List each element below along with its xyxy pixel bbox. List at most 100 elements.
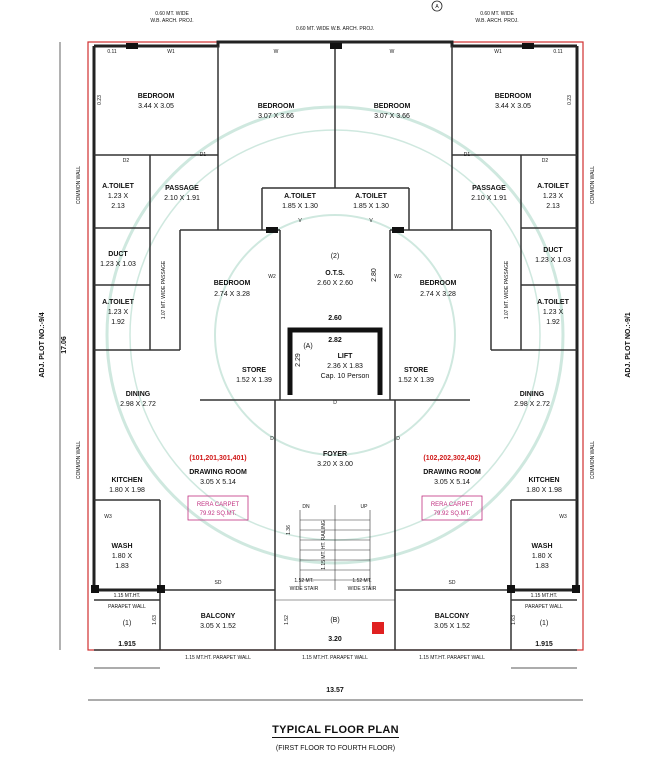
w1-left: W1 xyxy=(167,49,175,55)
drawing-right-label: DRAWING ROOM xyxy=(423,469,481,476)
drawing-left-label: DRAWING ROOM xyxy=(189,469,247,476)
toilet-right-top-dim-a: 1.23 X xyxy=(543,193,564,200)
left-corner-one: (1) xyxy=(123,620,132,627)
passage-left-label-room: PASSAGE xyxy=(165,185,199,192)
parapet-right-l1: 1.15 MT.HT. xyxy=(531,593,558,599)
toilet-c-right-dim: 1.85 X 1.30 xyxy=(353,203,389,210)
ots-label: O.T.S. xyxy=(325,270,345,277)
passage-right-label: 1.07 MT. WIDE PASSAGE xyxy=(504,260,510,319)
stair-dn: DN xyxy=(302,504,310,510)
sd-left: SD xyxy=(215,580,222,586)
toilet-left-top-dim-a: 1.23 X xyxy=(108,193,129,200)
stair-up: UP xyxy=(361,504,369,510)
wide-stair-right-l1: 1.52 MT. xyxy=(352,578,371,584)
wash-right-dim-b: 1.83 xyxy=(535,563,549,570)
bedroom-6-label: BEDROOM xyxy=(420,280,457,287)
arch-proj-right-l2: W.B. ARCH. PROJ. xyxy=(475,18,518,24)
passage-left-dim: 2.10 X 1.91 xyxy=(164,195,200,202)
w3-left: W3 xyxy=(104,514,112,520)
wash-left-dim-b: 1.83 xyxy=(115,563,129,570)
w3-right: W3 xyxy=(559,514,567,520)
arch-proj-center: 0.60 MT. WIDE W.B. ARCH. PROJ. xyxy=(296,26,374,32)
bedroom-3-dim: 3.07 X 3.66 xyxy=(374,113,410,120)
bedroom-1-dim: 3.44 X 3.05 xyxy=(138,103,174,110)
ots-no: (2) xyxy=(331,253,340,260)
thk-023-a: 0.23 xyxy=(97,95,103,105)
wash-right-dim-a: 1.80 X xyxy=(532,553,553,560)
interior-walls xyxy=(94,46,577,651)
thk-011-b: 0.11 xyxy=(553,49,563,55)
d-foyer-left: D xyxy=(270,436,274,442)
v-left: V xyxy=(298,218,302,224)
lift-no: (A) xyxy=(303,343,312,350)
columns xyxy=(91,43,580,593)
d-foyer-right: D xyxy=(396,436,400,442)
drawing-left-dim: 3.05 X 5.14 xyxy=(200,479,236,486)
parapet-left-l2: PARAPET WALL xyxy=(108,604,146,610)
rera-box-left xyxy=(187,495,249,521)
thk-023-b: 0.23 xyxy=(567,95,573,105)
lift-dim: 2.36 X 1.83 xyxy=(327,363,363,370)
bedroom-6-dim: 2.74 X 3.28 xyxy=(420,291,456,298)
toilet-right-bot-dim-b: 1.92 xyxy=(546,319,560,326)
stair-136: 1.36 xyxy=(286,525,292,535)
balcony-right-label: BALCONY xyxy=(435,613,470,620)
foyer-label: FOYER xyxy=(323,451,347,458)
balcony-left-dim: 3.05 X 1.52 xyxy=(200,623,236,630)
wash-left-dim-a: 1.80 X xyxy=(112,553,133,560)
ots-dim: 2.60 X 2.60 xyxy=(317,280,353,287)
rera-left-l1: RERA CARPET xyxy=(197,502,240,508)
store-right-dim: 1.52 X 1.39 xyxy=(398,377,434,384)
total-width-dim: 13.57 xyxy=(326,687,344,694)
d2-left: D2 xyxy=(123,158,130,164)
duct-left-label: DUCT xyxy=(108,251,128,258)
lift-top-dim: 2.82 xyxy=(328,337,342,344)
section-marker-top-label: A xyxy=(435,4,439,10)
dining-right-dim: 2.98 X 2.72 xyxy=(514,401,550,408)
thk-152: 1.52 xyxy=(284,615,290,625)
toilet-left-top-dim-b: 2.13 xyxy=(111,203,125,210)
kitchen-right-label: KITCHEN xyxy=(528,477,559,484)
toilet-c-left-dim: 1.85 X 1.30 xyxy=(282,203,318,210)
passage-left-label: 1.07 MT. WIDE PASSAGE xyxy=(161,260,167,319)
store-left-label: STORE xyxy=(242,367,266,374)
thk-163-left: 1.63 xyxy=(152,615,158,625)
toilet-left-bot-label: A.TOILET xyxy=(102,299,134,306)
dining-right-label: DINING xyxy=(520,391,545,398)
bedroom-4-label: BEDROOM xyxy=(495,93,532,100)
dimension-lines xyxy=(59,42,583,701)
fire-extinguisher-icon xyxy=(372,622,384,634)
foyer-dim: 3.20 X 3.00 xyxy=(317,461,353,468)
lift-core xyxy=(287,327,383,395)
total-height-dim: 17.06 xyxy=(61,336,68,354)
lift-label: LIFT xyxy=(338,353,353,360)
rera-right-l1: RERA CARPET xyxy=(431,502,474,508)
arch-proj-left-l1: 0.60 MT. WIDE xyxy=(155,11,189,17)
left-plot-label: ADJ. PLOT NO.:-9/4 xyxy=(39,312,46,377)
arch-proj-left-l2: W.B. ARCH. PROJ. xyxy=(150,18,193,24)
wash-right-label: WASH xyxy=(532,543,553,550)
balcony-left-label: BALCONY xyxy=(201,613,236,620)
duct-left-dim: 1.23 X 1.03 xyxy=(100,261,136,268)
rera-right-l2: 79.92 SQ.MT. xyxy=(434,511,471,517)
passage-right-dim: 2.10 X 1.91 xyxy=(471,195,507,202)
store-left-dim: 1.52 X 1.39 xyxy=(236,377,272,384)
wash-left-label: WASH xyxy=(112,543,133,550)
toilet-left-bot-dim-a: 1.23 X xyxy=(108,309,129,316)
d-lift: D xyxy=(333,400,337,406)
w-left: W xyxy=(274,49,279,55)
store-right-label: STORE xyxy=(404,367,428,374)
bedroom-1-label: BEDROOM xyxy=(138,93,175,100)
lift-side-dim: 2.29 xyxy=(295,353,302,367)
kitchen-left-dim: 1.80 X 1.98 xyxy=(109,487,145,494)
toilet-right-top-dim-b: 2.13 xyxy=(546,203,560,210)
dining-left-label: DINING xyxy=(126,391,151,398)
duct-right-label: DUCT xyxy=(543,247,563,254)
ots-side-dim: 2.80 xyxy=(371,268,378,282)
stair-width-dim: 3.20 xyxy=(328,636,342,643)
drawing-right-dim: 3.05 X 5.14 xyxy=(434,479,470,486)
thk-163-right: 1.63 xyxy=(511,615,517,625)
bedroom-2-label: BEDROOM xyxy=(258,103,295,110)
parapet-bottom-left: 1.15 MT.HT. PARAPET WALL xyxy=(185,655,251,661)
